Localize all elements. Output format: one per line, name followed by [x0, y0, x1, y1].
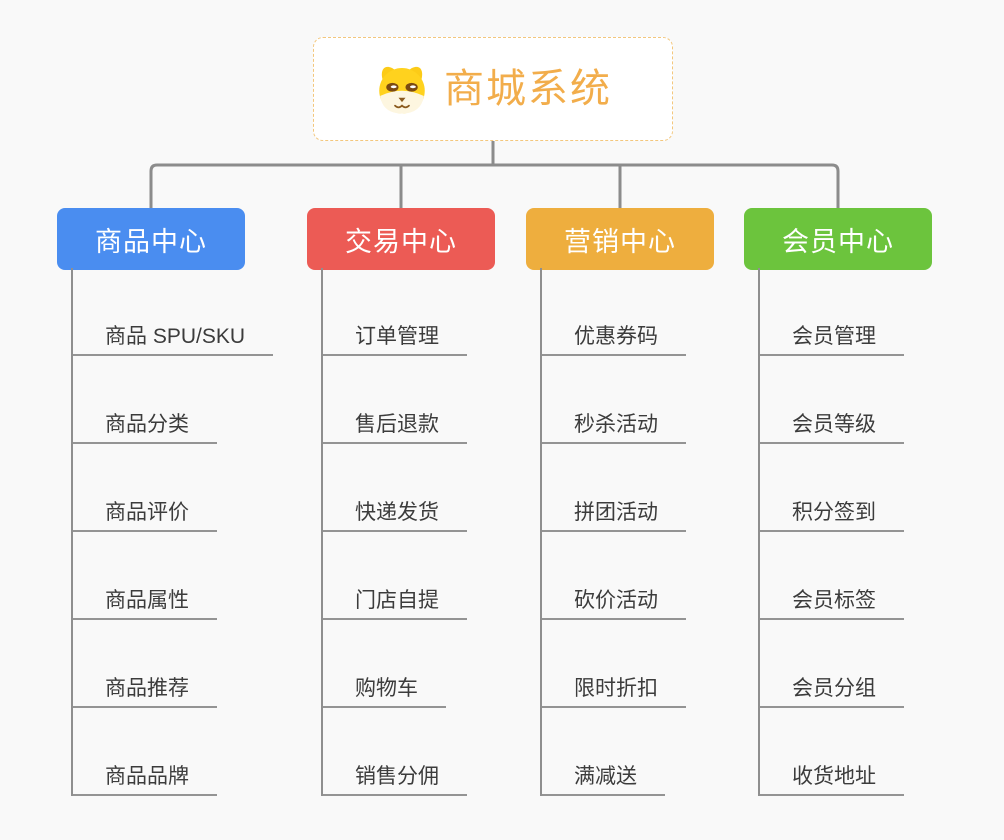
leaf-label: 会员标签 — [792, 589, 876, 612]
leaf-label: 砍价活动 — [574, 589, 658, 612]
leaf-label: 商品品牌 — [105, 765, 189, 788]
leaf-label: 满减送 — [574, 765, 637, 788]
leaf-label: 门店自提 — [355, 589, 439, 612]
branch-label: 商品中心 — [95, 226, 207, 257]
leaf-node[interactable]: 门店自提 — [321, 532, 467, 620]
branch-node-trade-center[interactable]: 交易中心 — [307, 208, 495, 270]
leaf-node[interactable]: 会员等级 — [758, 356, 904, 444]
branch-items-marketing-center: 优惠券码 秒杀活动 拼团活动 砍价活动 限时折扣 满减送 — [540, 268, 770, 796]
leaf-label: 收货地址 — [792, 765, 876, 788]
branch-items-product-center: 商品 SPU/SKU 商品分类 商品评价 商品属性 商品推荐 商品品牌 — [71, 268, 301, 796]
branch-label: 会员中心 — [782, 226, 894, 257]
leaf-node[interactable]: 商品品牌 — [71, 708, 217, 796]
branch-trunk-line — [321, 268, 323, 796]
leaf-node[interactable]: 限时折扣 — [540, 620, 686, 708]
leaf-node[interactable]: 购物车 — [321, 620, 446, 708]
leaf-label: 限时折扣 — [574, 677, 658, 700]
leaf-node[interactable]: 商品 SPU/SKU — [71, 268, 274, 356]
leaf-label: 积分签到 — [792, 501, 876, 524]
leaf-label: 销售分佣 — [355, 765, 439, 788]
leaf-label: 商品推荐 — [105, 677, 189, 700]
leaf-node[interactable]: 积分签到 — [758, 444, 904, 532]
branch-node-product-center[interactable]: 商品中心 — [57, 208, 245, 270]
leaf-label: 购物车 — [355, 677, 418, 700]
leaf-node[interactable]: 销售分佣 — [321, 708, 467, 796]
leaf-node[interactable]: 收货地址 — [758, 708, 904, 796]
leaf-label: 售后退款 — [355, 413, 439, 436]
branch-node-member-center[interactable]: 会员中心 — [744, 208, 932, 270]
branch-label: 交易中心 — [345, 226, 457, 257]
leaf-label: 商品评价 — [105, 501, 189, 524]
leaf-label: 快递发货 — [355, 501, 439, 524]
dog-face-icon — [379, 66, 425, 114]
leaf-label: 会员等级 — [792, 413, 876, 436]
leaf-node[interactable]: 满减送 — [540, 708, 665, 796]
branch-node-marketing-center[interactable]: 营销中心 — [526, 208, 714, 270]
leaf-label: 订单管理 — [355, 325, 439, 348]
leaf-label: 秒杀活动 — [574, 413, 658, 436]
leaf-label: 商品属性 — [105, 589, 189, 612]
branch-label: 营销中心 — [564, 226, 676, 257]
leaf-node[interactable]: 商品评价 — [71, 444, 217, 532]
branch-trunk-line — [758, 268, 760, 796]
branch-items-trade-center: 订单管理 售后退款 快递发货 门店自提 购物车 销售分佣 — [321, 268, 551, 796]
leaf-label: 优惠券码 — [574, 325, 658, 348]
branch-items-member-center: 会员管理 会员等级 积分签到 会员标签 会员分组 收货地址 — [758, 268, 988, 796]
leaf-node[interactable]: 商品推荐 — [71, 620, 217, 708]
leaf-node[interactable]: 砍价活动 — [540, 532, 686, 620]
leaf-label: 商品分类 — [105, 413, 189, 436]
branch-trunk-line — [71, 268, 73, 796]
leaf-node[interactable]: 快递发货 — [321, 444, 467, 532]
leaf-label: 会员分组 — [792, 677, 876, 700]
root-node-mall-system[interactable]: 商城系统 — [313, 37, 673, 141]
root-node-title: 商城系统 — [444, 67, 612, 111]
leaf-label: 会员管理 — [792, 325, 876, 348]
leaf-node[interactable]: 售后退款 — [321, 356, 467, 444]
leaf-node[interactable]: 会员分组 — [758, 620, 904, 708]
leaf-node[interactable]: 拼团活动 — [540, 444, 686, 532]
leaf-label: 商品 SPU/SKU — [105, 325, 246, 348]
branch-trunk-line — [540, 268, 542, 796]
leaf-label: 拼团活动 — [574, 501, 658, 524]
leaf-node[interactable]: 商品属性 — [71, 532, 217, 620]
leaf-node[interactable]: 秒杀活动 — [540, 356, 686, 444]
leaf-node[interactable]: 商品分类 — [71, 356, 217, 444]
leaf-node[interactable]: 订单管理 — [321, 268, 467, 356]
leaf-node[interactable]: 优惠券码 — [540, 268, 686, 356]
leaf-node[interactable]: 会员管理 — [758, 268, 904, 356]
leaf-node[interactable]: 会员标签 — [758, 532, 904, 620]
